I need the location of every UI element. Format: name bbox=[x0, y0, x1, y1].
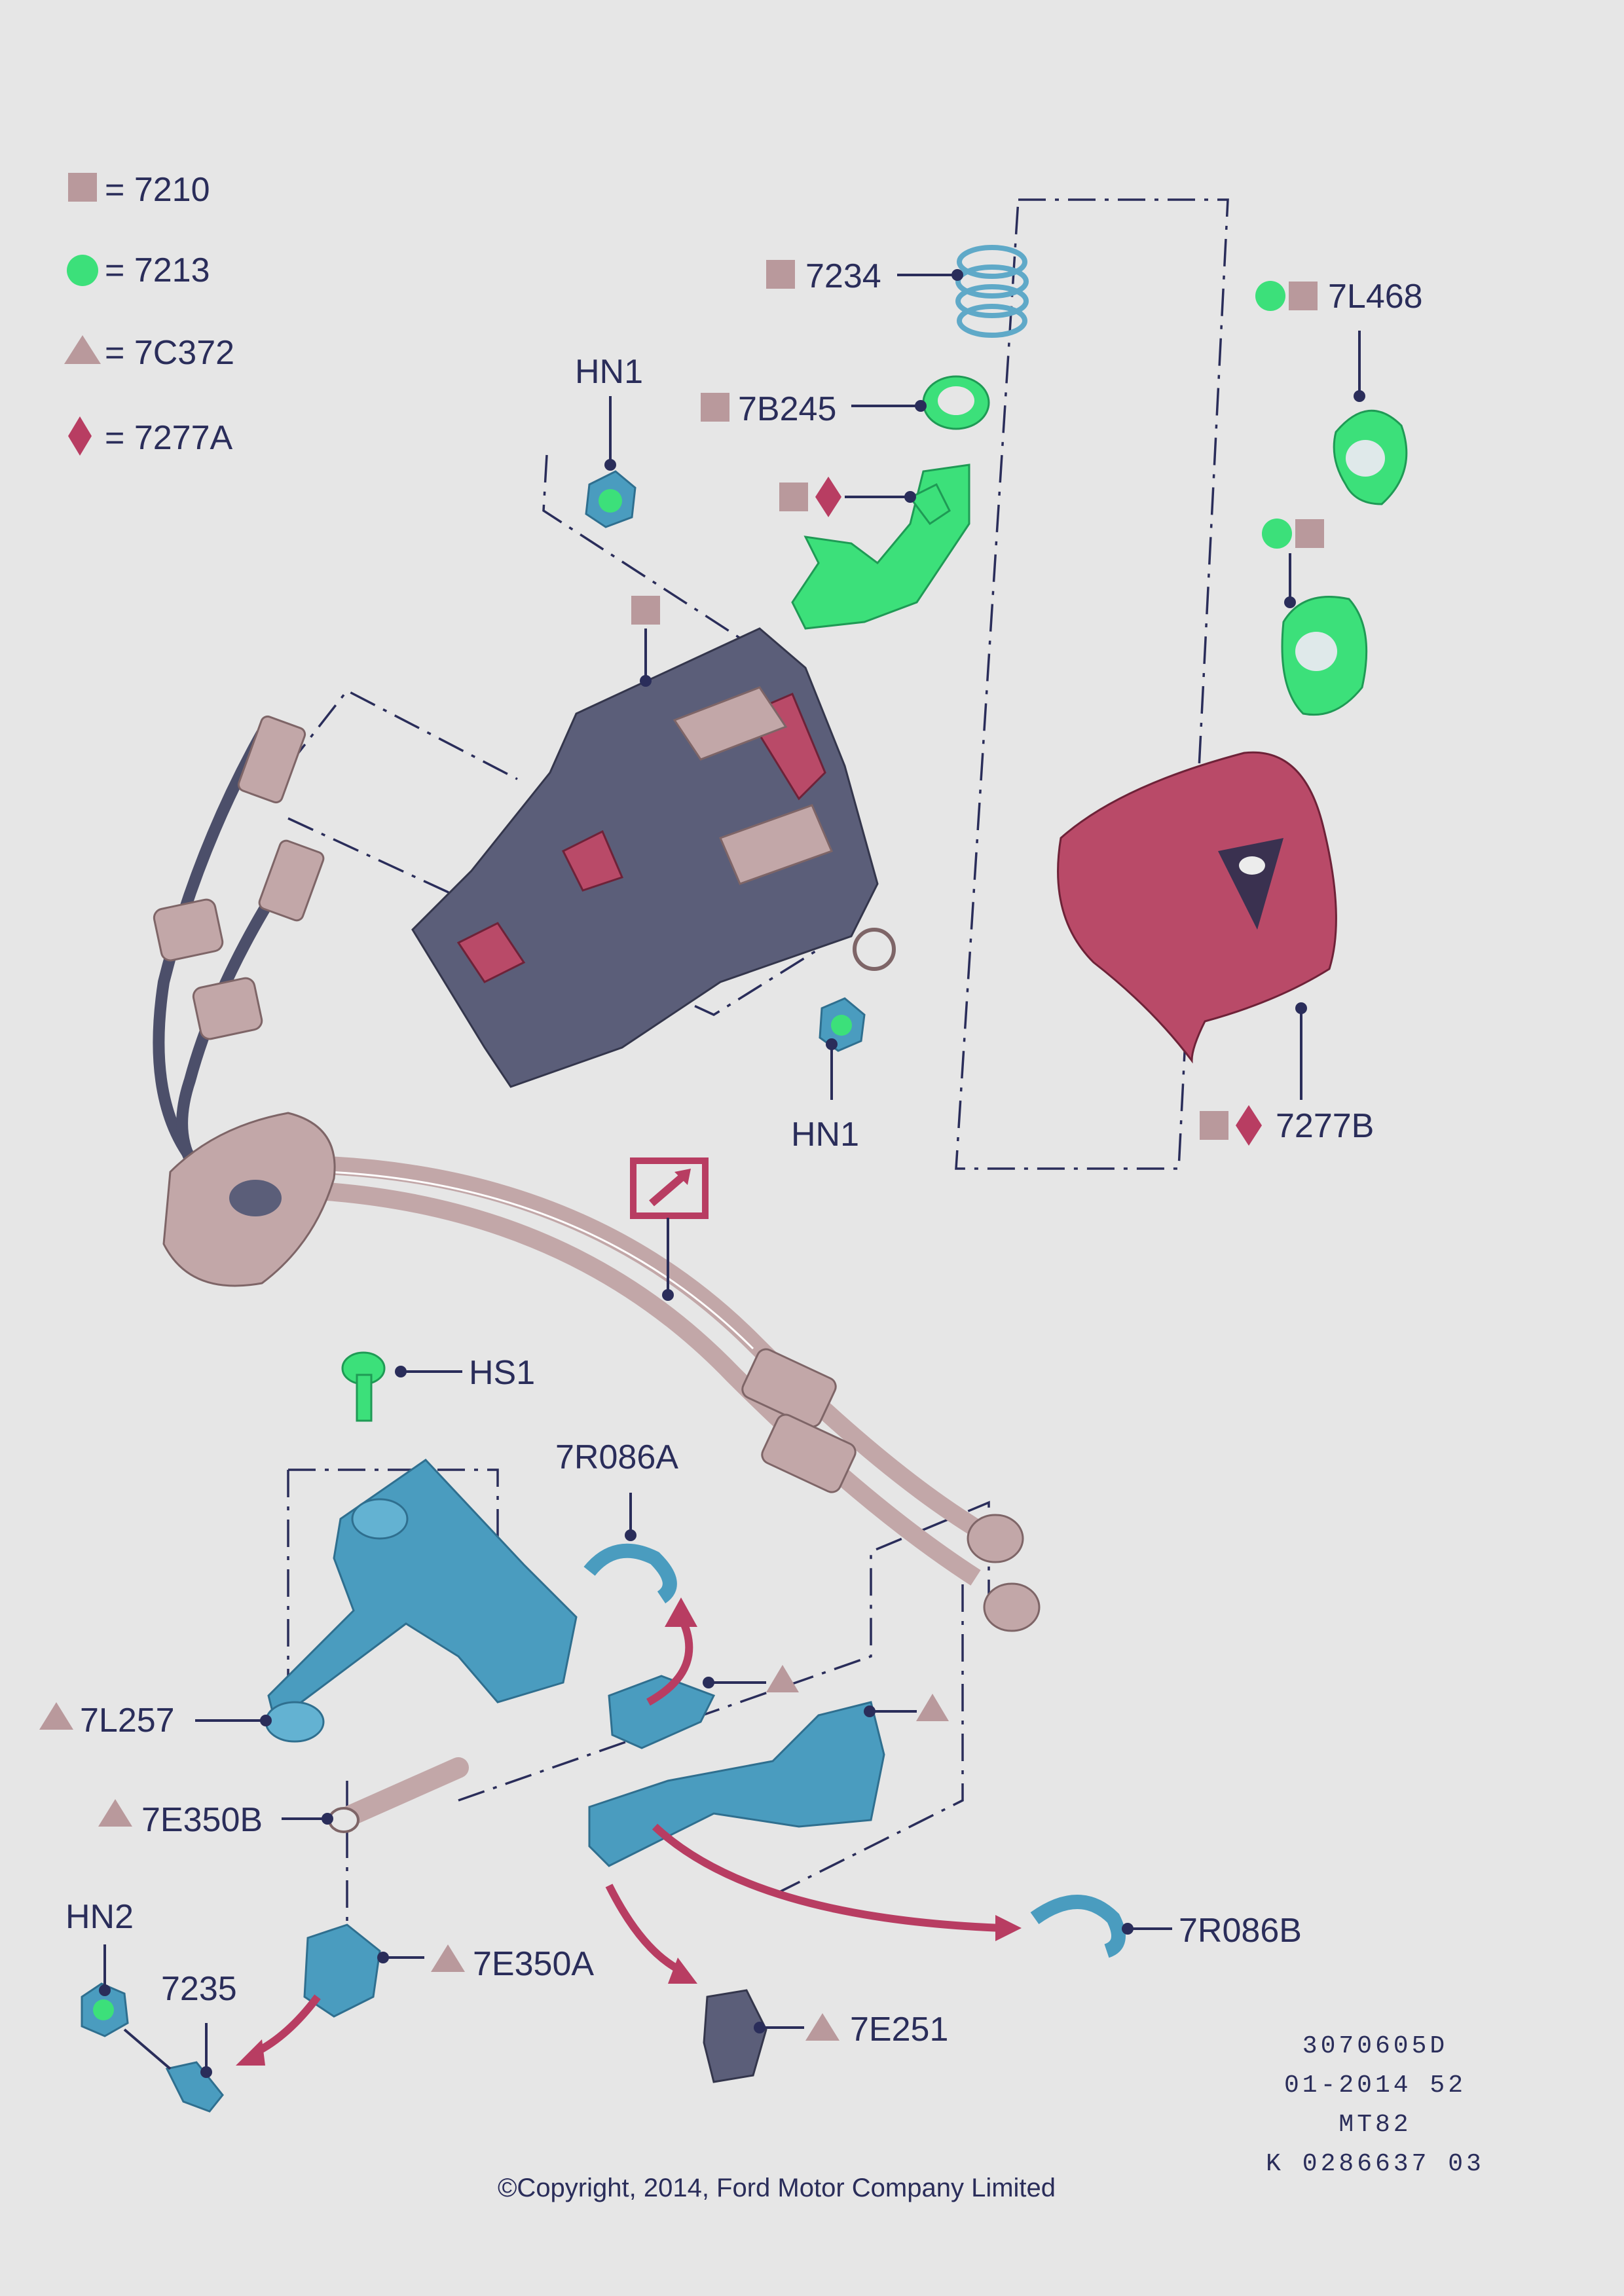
part-label-7L468: 7L468 bbox=[1328, 278, 1423, 316]
clip-7R086B-graphic bbox=[1030, 1895, 1126, 1958]
diamond-marker bbox=[815, 477, 841, 517]
part-label-7E251: 7E251 bbox=[850, 2011, 948, 2049]
boot-7277B-graphic bbox=[1057, 751, 1337, 1064]
callout-7235: 7235 bbox=[123, 1970, 237, 2078]
assembly-arrows bbox=[236, 1597, 1022, 2066]
part-label-7B245: 7B245 bbox=[738, 390, 836, 428]
legend-square-marker bbox=[68, 173, 97, 202]
triangle-marker bbox=[98, 1799, 132, 1827]
legend: = 7210 = 7213 = 7C372 = 7277A bbox=[64, 171, 234, 457]
part-label-hn2: HN2 bbox=[65, 1898, 134, 1936]
square-marker bbox=[1289, 282, 1318, 310]
part-label-7234: 7234 bbox=[805, 257, 881, 295]
bolt-7235-graphic bbox=[165, 2061, 224, 2113]
screw-hs1-graphic bbox=[341, 1351, 386, 1422]
triangle-marker bbox=[431, 1944, 465, 1972]
copyright-notice: ©Copyright, 2014, Ford Motor Company Lim… bbox=[498, 2174, 1056, 2202]
square-marker bbox=[1200, 1111, 1228, 1140]
legend-circle-marker bbox=[67, 255, 98, 286]
part-label-7E350B: 7E350B bbox=[141, 1801, 263, 1839]
nut-hn1-top-graphic bbox=[585, 470, 637, 528]
callout-hn2: HN2 bbox=[65, 1898, 134, 1996]
nut-hn1-bottom-graphic bbox=[819, 997, 866, 1052]
part-label-7277B: 7277B bbox=[1276, 1107, 1374, 1145]
triangle-marker bbox=[916, 1694, 949, 1721]
shifter-housing-graphic bbox=[411, 627, 896, 1088]
reference-block: 3070605D 01-2014 52 MT82 K 0286637 03 bbox=[1266, 2032, 1485, 2178]
callout-7E350B: 7E350B bbox=[98, 1799, 333, 1839]
legend-diamond-marker bbox=[68, 416, 92, 456]
square-marker bbox=[779, 483, 808, 511]
part-label-hs1: HS1 bbox=[469, 1354, 535, 1392]
callout-hn1-bottom: HN1 bbox=[791, 1038, 859, 1154]
triangle-marker bbox=[805, 2013, 840, 2041]
knob-insert-graphic bbox=[1281, 596, 1368, 716]
nut-hn2-graphic bbox=[81, 1982, 129, 2037]
circle-marker bbox=[1262, 519, 1292, 549]
part-label-7R086A: 7R086A bbox=[555, 1438, 678, 1476]
part-label-7E350A: 7E350A bbox=[473, 1945, 594, 1983]
reference-line-3: MT82 bbox=[1338, 2111, 1411, 2139]
callout-housing-marker bbox=[631, 596, 660, 687]
callout-7E251: 7E251 bbox=[754, 2011, 948, 2049]
shift-cables-graphic bbox=[153, 715, 1041, 1632]
callout-7277B: 7277B bbox=[1200, 1002, 1374, 1146]
part-label-hn1-top: HN1 bbox=[575, 353, 643, 391]
part-label-7L257: 7L257 bbox=[80, 1702, 175, 1740]
gear-lever-graphic bbox=[791, 464, 970, 630]
callout-selector-lever-marker bbox=[864, 1694, 949, 1721]
clip-7R086A-graphic bbox=[583, 1543, 677, 1604]
reference-line-1: 3070605D bbox=[1302, 2032, 1448, 2060]
spring-7234-graphic bbox=[955, 245, 1029, 338]
selector-lever-graphic bbox=[588, 1701, 885, 1867]
callout-insert-markers bbox=[1262, 519, 1324, 608]
reference-line-2: 01-2014 52 bbox=[1284, 2071, 1466, 2100]
selector-small-graphic bbox=[608, 1675, 716, 1749]
callout-service-note bbox=[662, 1218, 674, 1301]
knob-7L468-graphic bbox=[1333, 409, 1408, 505]
part-label-7R086B: 7R086B bbox=[1179, 1912, 1302, 1950]
square-marker bbox=[766, 260, 795, 289]
bracket-7E350A-graphic bbox=[303, 1923, 381, 2018]
callout-7R086B: 7R086B bbox=[1122, 1912, 1302, 1950]
legend-triangle-marker bbox=[64, 335, 101, 364]
triangle-marker bbox=[766, 1665, 799, 1692]
callout-7R086A: 7R086A bbox=[555, 1438, 678, 1541]
square-marker bbox=[631, 596, 660, 625]
part-label-7235: 7235 bbox=[161, 1970, 237, 2008]
part-label-hn1-bottom: HN1 bbox=[791, 1116, 859, 1154]
circle-marker bbox=[1255, 281, 1285, 311]
legend-triangle-label: = 7C372 bbox=[105, 334, 234, 372]
service-note-icon bbox=[630, 1157, 709, 1219]
callout-lever-markers bbox=[779, 477, 916, 517]
link-rod-7E350B-graphic bbox=[328, 1757, 469, 1833]
triangle-marker bbox=[39, 1702, 73, 1730]
callout-7B245: 7B245 bbox=[701, 390, 927, 428]
callout-7E350A: 7E350A bbox=[377, 1944, 594, 1983]
ring-7B245-graphic bbox=[922, 375, 990, 430]
square-marker bbox=[701, 393, 729, 422]
callout-selector-small-marker bbox=[703, 1665, 799, 1692]
plug-7E251-graphic bbox=[703, 1989, 767, 2083]
callout-7234: 7234 bbox=[766, 257, 963, 295]
callout-7L468: 7L468 bbox=[1255, 278, 1423, 402]
assembly-dash-lines bbox=[287, 198, 1229, 1938]
legend-square-label: = 7210 bbox=[105, 171, 210, 209]
reference-line-4: K 0286637 03 bbox=[1266, 2150, 1485, 2178]
legend-circle-label: = 7213 bbox=[105, 251, 210, 289]
callout-hn1-top: HN1 bbox=[575, 353, 643, 471]
callout-7L257: 7L257 bbox=[39, 1702, 272, 1740]
bracket-7L257-graphic bbox=[265, 1459, 578, 1743]
legend-diamond-label: = 7277A bbox=[105, 419, 232, 457]
square-marker bbox=[1295, 519, 1324, 548]
mounting-plate-graphic bbox=[162, 1112, 336, 1287]
diamond-marker bbox=[1236, 1105, 1262, 1146]
callout-hs1: HS1 bbox=[395, 1354, 535, 1392]
